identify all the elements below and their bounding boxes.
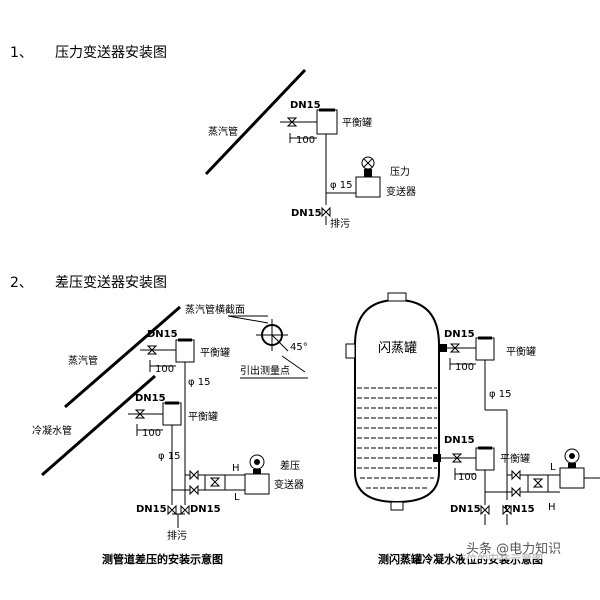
valve-icon (511, 487, 521, 497)
valve-icon (167, 505, 177, 515)
drain-valve-icon (321, 207, 331, 217)
cold-water-pipe-label: 冷凝水管 (32, 424, 72, 437)
watermark-background (462, 535, 600, 559)
h-label: H (232, 463, 240, 474)
phi15-label: φ 15 (330, 180, 353, 191)
phi15-label: φ 15 (489, 389, 512, 400)
balance-tank-label: 平衡罐 (342, 116, 372, 129)
balance-tank-mid-label: 平衡罐 (188, 410, 218, 423)
valve-icon (180, 505, 190, 515)
flash-tank-vessel (354, 298, 440, 504)
transmitter-label-line2: 变送器 (386, 185, 416, 198)
section2-number: 2、 (10, 275, 33, 291)
dp-transmitter (244, 473, 270, 495)
section1-title: 压力变送器安装图 (55, 45, 167, 61)
valve-icon (480, 505, 490, 515)
dp-label-line1: 差压 (280, 459, 300, 472)
dim-100-mid-label: 100 (458, 472, 477, 483)
dp-transmitter (559, 467, 585, 489)
cross-section-label: 蒸汽管横截面 (185, 303, 245, 316)
l-label: L (550, 462, 556, 473)
dn15-mid-label: DN15 (135, 393, 166, 404)
dp-label-line2: 变送器 (274, 478, 304, 491)
dn15-left-label: DN15 (136, 504, 167, 515)
section2-title: 差压变送器安装图 (55, 275, 167, 291)
balance-tank-top (175, 339, 195, 363)
balance-tank (316, 109, 338, 135)
balance-tank-top-label: 平衡罐 (200, 346, 230, 359)
pipeline-dp-caption: 测管道差压的安装示意图 (102, 552, 223, 566)
valve-icon (189, 470, 199, 480)
dn15-bottom-right-label: DN15 (504, 504, 535, 515)
pipeline-dp-diagram: 蒸汽管横截面 45° 引出测量点 DN15 平衡罐 蒸汽管 100 φ 15 D… (32, 303, 308, 566)
tap-point-label: 引出测量点 (240, 364, 290, 377)
steam-pipe-line (204, 68, 307, 176)
dn15-bottom-left-label: DN15 (450, 504, 481, 515)
balance-tank-top (475, 337, 495, 361)
dn15-right-label: DN15 (190, 504, 221, 515)
dim-100-top-label: 100 (455, 362, 474, 373)
valve-icon (511, 470, 521, 480)
dn15-top-label: DN15 (444, 329, 475, 340)
angle-label: 45° (290, 342, 308, 353)
flash-tank-label: 闪蒸罐 (378, 341, 417, 356)
pressure-transmitter (355, 176, 381, 198)
liquid-level-lines (357, 387, 437, 489)
transmitter-label-line1: 压力 (390, 165, 410, 178)
pressure-transmitter-diagram: 蒸汽管 DN15 平衡罐 100 压力 变送器 φ 15 DN15 排污 (204, 68, 416, 230)
drain-label: 排污 (167, 529, 187, 542)
l-label: L (234, 492, 240, 503)
phi15-top-label: φ 15 (188, 377, 211, 388)
steam-pipe-line (64, 305, 181, 409)
valve-icon (533, 478, 543, 488)
watermark: 头条 @电力知识 (466, 541, 561, 557)
phi15-mid-label: φ 15 (158, 451, 181, 462)
dn15-top-label: DN15 (147, 329, 178, 340)
flash-tank-diagram: 闪蒸罐 DN15 平衡罐 100 φ 15 DN15 (345, 292, 600, 566)
pipe-cross-section-icon (256, 319, 289, 352)
steam-pipe-label: 蒸汽管 (68, 354, 98, 367)
balance-tank-top-label: 平衡罐 (506, 345, 536, 358)
dn15-mid-label: DN15 (444, 435, 475, 446)
cold-water-pipe-line (41, 374, 156, 477)
balance-tank-mid-label: 平衡罐 (500, 452, 530, 465)
valve-icon (189, 485, 199, 495)
dim-100-mid-label: 100 (142, 428, 161, 439)
dn15-drain-label: DN15 (291, 208, 322, 219)
section1-number: 1、 (10, 45, 33, 61)
dim-100-top-label: 100 (155, 364, 174, 375)
dn15-label: DN15 (290, 100, 321, 111)
drain-label: 排污 (330, 217, 350, 230)
h-label: H (548, 502, 556, 513)
steam-pipe-label: 蒸汽管 (208, 125, 238, 138)
valve-icon (210, 477, 220, 487)
balance-tank-mid (475, 447, 495, 471)
balance-tank-mid (162, 402, 182, 426)
dimension-100-label: 100 (296, 135, 315, 146)
